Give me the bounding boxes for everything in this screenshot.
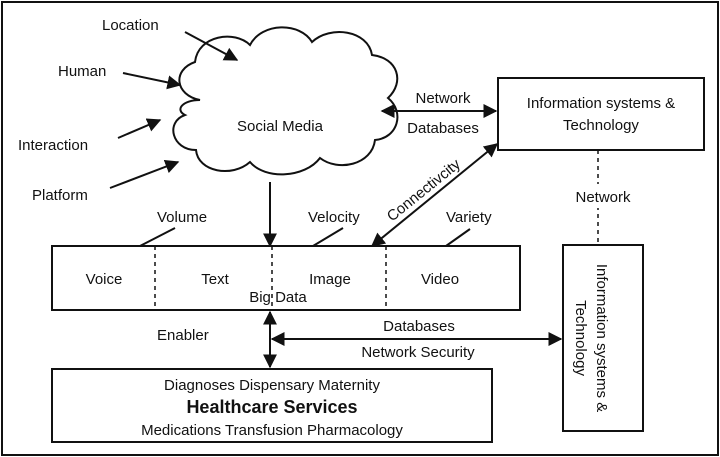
interaction-arrow bbox=[117, 118, 162, 139]
volume-leader bbox=[139, 227, 176, 247]
network-label-bg bbox=[565, 184, 641, 208]
connectivity-arrow bbox=[370, 143, 499, 247]
databases-label-bottom: Databases bbox=[383, 318, 455, 335]
velocity-leader bbox=[312, 227, 344, 247]
location-arrow bbox=[184, 31, 239, 61]
databases-label-top: Databases bbox=[407, 120, 479, 137]
big-data-box: Voice Text Image Video Big Data bbox=[51, 245, 521, 311]
location-label: Location bbox=[102, 17, 159, 34]
info-top-line1: Information systems & bbox=[527, 95, 675, 112]
enabler-label: Enabler bbox=[157, 327, 209, 344]
info-right-line1: Information systems & bbox=[593, 264, 610, 412]
network-security-label: Network Security bbox=[361, 344, 475, 361]
social-media-cloud: Social Media bbox=[172, 26, 399, 176]
velocity-label: Velocity bbox=[308, 209, 360, 226]
text-cell: Text bbox=[201, 271, 229, 288]
volume-label: Volume bbox=[157, 209, 207, 226]
network-label-top: Network bbox=[415, 90, 471, 107]
human-label: Human bbox=[58, 63, 106, 80]
voice-cell: Voice bbox=[86, 271, 123, 288]
big-data-title: Big Data bbox=[249, 289, 307, 306]
healthcare-line1: Diagnoses Dispensary Maternity bbox=[164, 377, 380, 394]
info-top-line2: Technology bbox=[563, 117, 639, 134]
info-systems-box-top: Information systems & Technology bbox=[497, 77, 705, 151]
healthcare-title: Healthcare Services bbox=[186, 397, 357, 417]
platform-arrow bbox=[109, 159, 180, 189]
healthcare-line3: Medications Transfusion Pharmacology bbox=[141, 422, 403, 439]
social-media-label: Social Media bbox=[237, 118, 324, 135]
info-right-line2: Technology bbox=[572, 300, 589, 376]
variety-label: Variety bbox=[446, 209, 492, 226]
video-cell: Video bbox=[421, 271, 459, 288]
image-cell: Image bbox=[309, 271, 351, 288]
human-arrow bbox=[122, 72, 182, 90]
info-systems-box-right: Information systems & Technology bbox=[562, 244, 644, 432]
variety-leader bbox=[445, 228, 471, 247]
interaction-label: Interaction bbox=[18, 137, 88, 154]
healthcare-box: Diagnoses Dispensary Maternity Healthcar… bbox=[51, 368, 493, 443]
platform-label: Platform bbox=[32, 187, 88, 204]
network-label-mid: Network bbox=[575, 189, 631, 206]
